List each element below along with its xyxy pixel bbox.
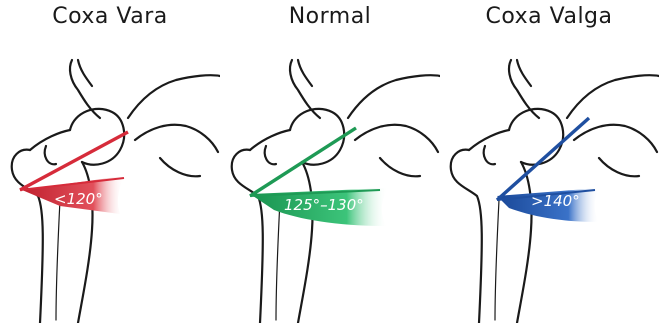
hip-illustration <box>0 0 220 323</box>
hip-illustration <box>439 0 659 323</box>
hip-illustration <box>220 0 440 323</box>
neck-axis-line <box>497 118 589 200</box>
panel-normal: Normal 125°–130° <box>220 0 440 323</box>
angle-label: 125°–130° <box>284 196 364 214</box>
angle-label: >140° <box>531 192 580 210</box>
panel-coxa-vara: Coxa Vara <box>0 0 220 323</box>
angle-label: <120° <box>54 190 103 208</box>
panel-coxa-valga: Coxa Valga >140° <box>439 0 659 323</box>
